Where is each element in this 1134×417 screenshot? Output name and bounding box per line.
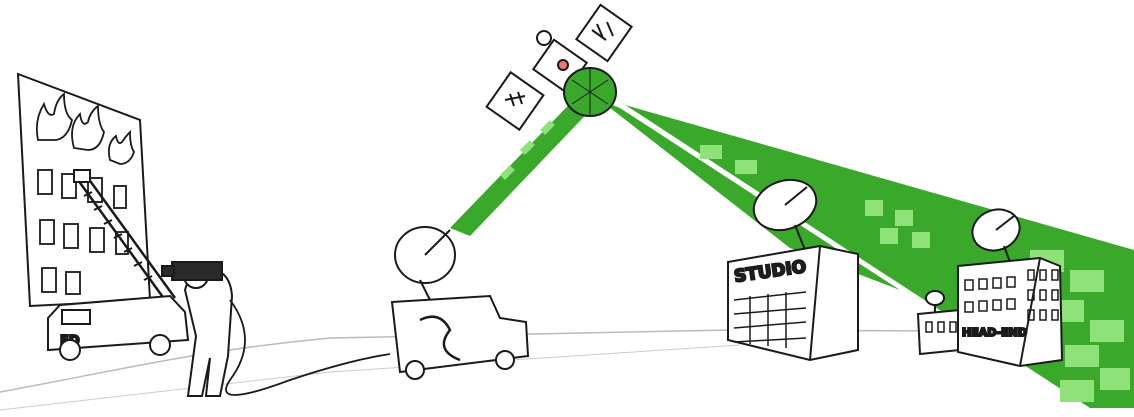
truck-icon — [392, 296, 528, 379]
news-truck — [392, 227, 528, 379]
camera-icon — [162, 262, 222, 280]
camera-operator — [162, 262, 390, 396]
satellite-icon — [487, 5, 632, 130]
satellite-dish-icon — [395, 227, 455, 300]
headend-sign: HEAD-END — [962, 326, 1027, 339]
